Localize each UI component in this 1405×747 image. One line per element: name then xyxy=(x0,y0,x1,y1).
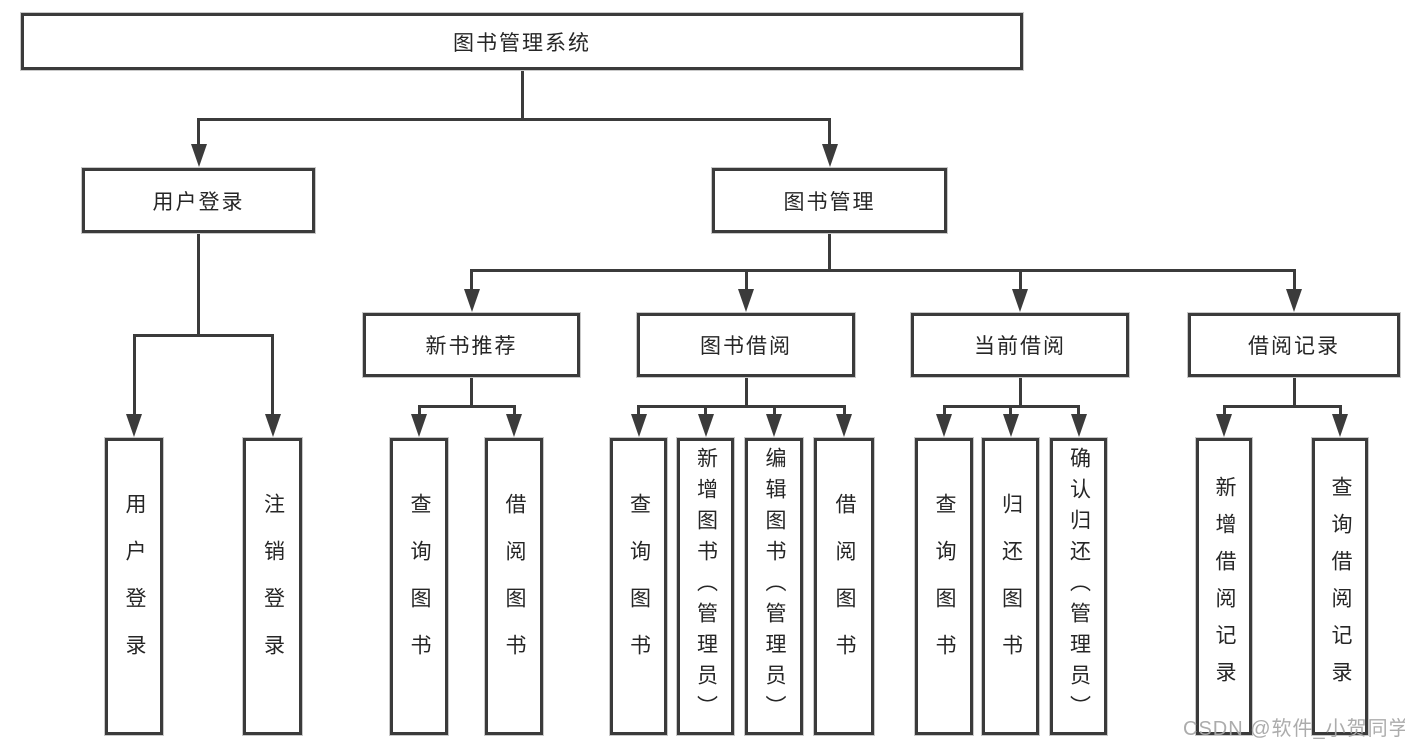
diagram-node-b2: 新增图书（管理员） xyxy=(677,438,734,735)
diagram-node-l2: 注销登录 xyxy=(243,438,302,735)
diagram-node-n1: 查询图书 xyxy=(390,438,448,735)
arrow-down-icon xyxy=(1216,414,1232,437)
connector-drop xyxy=(828,119,831,151)
connector-bar xyxy=(132,333,274,337)
diagram-node-c1: 查询图书 xyxy=(915,438,973,735)
diagram-node-label: 新书推荐 xyxy=(425,335,518,358)
diagram-node-newbook: 新书推荐 xyxy=(363,313,580,377)
connector-drop xyxy=(197,119,200,151)
arrow-down-icon xyxy=(411,414,427,437)
arrow-down-icon xyxy=(836,414,852,437)
connector-bar xyxy=(417,404,516,408)
connector-stem xyxy=(1292,377,1296,406)
diagram-node-l1: 用户登录 xyxy=(105,438,163,735)
diagram-node-label: 新增借阅记录 xyxy=(1213,475,1236,698)
connector-drop xyxy=(1292,270,1296,296)
diagram-node-label: 查询图书 xyxy=(627,492,651,681)
connector-drop xyxy=(1009,406,1012,421)
connector-stem xyxy=(828,233,831,270)
diagram-node-c3: 确认归还（管理员） xyxy=(1050,438,1107,735)
arrow-down-icon xyxy=(766,414,782,437)
diagram-node-label: 新增图书（管理员） xyxy=(694,447,718,726)
connector-bar xyxy=(197,117,831,121)
connector-stem xyxy=(197,233,200,335)
diagram-node-label: 用户登录 xyxy=(123,492,146,681)
connector-drop xyxy=(744,270,748,296)
arrow-down-icon xyxy=(1070,414,1087,437)
diagram-node-borrow: 图书借阅 xyxy=(637,313,855,377)
connector-bar xyxy=(637,404,846,408)
connector-bar xyxy=(1222,404,1342,408)
diagram-node-mgmt: 图书管理 xyxy=(712,168,947,233)
diagram-node-label: 查询借阅记录 xyxy=(1329,475,1352,698)
connector-drop xyxy=(942,406,946,421)
arrow-down-icon xyxy=(630,414,647,437)
diagram-node-label: 编辑图书（管理员） xyxy=(763,447,786,726)
diagram-node-r2: 查询借阅记录 xyxy=(1312,438,1368,735)
diagram-node-label: 图书管理系统 xyxy=(453,31,591,55)
diagram-node-root: 图书管理系统 xyxy=(21,13,1023,70)
arrow-down-icon xyxy=(821,144,838,167)
diagram-node-label: 当前借阅 xyxy=(974,335,1066,358)
arrow-down-icon xyxy=(1012,289,1028,312)
diagram-node-login: 用户登录 xyxy=(82,168,315,233)
watermark: CSDN @软件_小贺同学 xyxy=(1183,718,1405,740)
diagram-node-label: 用户登录 xyxy=(152,190,245,214)
diagram-node-label: 借阅图书 xyxy=(503,492,526,681)
diagram-node-label: 查询图书 xyxy=(933,492,956,681)
arrow-down-icon xyxy=(264,414,281,437)
connector-drop xyxy=(637,406,640,421)
arrow-down-icon xyxy=(1002,414,1019,437)
diagram-node-r1: 新增借阅记录 xyxy=(1196,438,1252,735)
diagram-node-label: 查询图书 xyxy=(408,492,431,681)
connector-bar xyxy=(470,268,1296,272)
arrow-down-icon xyxy=(463,289,480,312)
connector-drop xyxy=(842,406,846,421)
connector-drop xyxy=(1077,406,1080,421)
diagram-node-c2: 归还图书 xyxy=(982,438,1039,735)
connector-drop xyxy=(1338,406,1342,421)
connector-stem xyxy=(744,377,748,406)
connector-stem xyxy=(470,377,473,406)
diagram-node-label: 注销登录 xyxy=(261,492,285,681)
diagram-node-label: 借阅记录 xyxy=(1248,335,1340,358)
arrow-down-icon xyxy=(1332,414,1348,437)
diagram-node-b4: 借阅图书 xyxy=(814,438,874,735)
arrow-down-icon xyxy=(738,289,754,312)
connector-stem xyxy=(1018,377,1022,406)
diagram-node-n2: 借阅图书 xyxy=(485,438,543,735)
diagram-node-label: 借阅图书 xyxy=(833,492,856,681)
connector-drop xyxy=(271,335,274,421)
connector-drop xyxy=(1018,270,1022,296)
connector-drop xyxy=(512,406,516,421)
diagram-node-label: 归还图书 xyxy=(999,492,1023,681)
arrow-down-icon xyxy=(1286,289,1302,312)
diagram-node-label: 确认归还（管理员） xyxy=(1067,447,1091,726)
arrow-down-icon xyxy=(697,414,714,437)
connector-drop xyxy=(132,335,136,421)
connector-drop xyxy=(1222,406,1226,421)
diagram-node-b1: 查询图书 xyxy=(610,438,667,735)
diagram-node-current: 当前借阅 xyxy=(911,313,1129,377)
connector-stem xyxy=(520,70,524,119)
arrow-down-icon xyxy=(936,414,952,437)
diagram-node-b3: 编辑图书（管理员） xyxy=(745,438,803,735)
arrow-down-icon xyxy=(506,414,522,437)
diagram-node-label: 图书管理 xyxy=(783,190,876,214)
arrow-down-icon xyxy=(190,144,207,167)
diagram-node-label: 图书借阅 xyxy=(700,335,792,358)
connector-drop xyxy=(470,270,473,296)
diagram-node-records: 借阅记录 xyxy=(1188,313,1400,377)
connector-drop xyxy=(704,406,707,421)
connector-drop xyxy=(772,406,776,421)
connector-drop xyxy=(417,406,421,421)
arrow-down-icon xyxy=(126,414,142,437)
